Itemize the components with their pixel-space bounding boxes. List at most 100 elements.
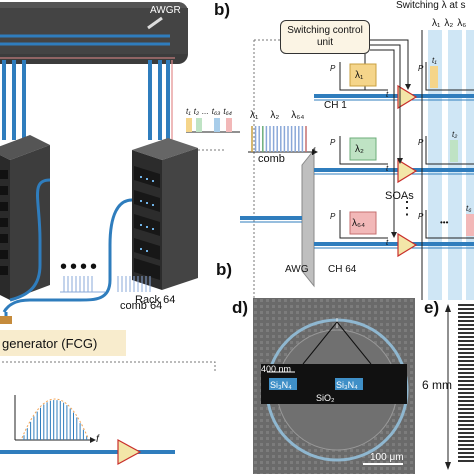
time-slot-63: t₆₃ [212,107,221,116]
rack-ellipsis: •••• [60,256,100,279]
sin-left-label: Si₃N₄ [270,380,292,390]
width-label: 400 nm [261,364,291,374]
chip-stripe [458,408,474,410]
chip-stripe [458,388,474,390]
chip-stripe [458,444,474,446]
lambda-col-2: λ₂ [444,18,453,29]
chip-stripe [458,456,474,458]
panel-label-b: b) [214,0,230,20]
chip-stripe [458,348,474,350]
panel-label-d: d) [232,298,248,318]
comb-lambda-64: λ₆₄ [291,110,304,121]
lambda-column-labels: λ₁ λ₂ λ₆ [432,18,466,29]
sio2-label: SiO₂ [316,393,335,403]
comb-lambda-labels: λ₁ λ₂ λ₆₄ [250,110,304,121]
chip-stripe [458,428,474,430]
comb-label-b: comb [258,153,285,165]
chip-stripe [458,436,474,438]
chip-stripe [458,440,474,442]
time-slot-64: t₆₄ [223,107,232,116]
chip-stripe [458,352,474,354]
switching-control-unit: Switching control unit [280,20,370,54]
chip-stripe [458,400,474,402]
chip-stripe [458,416,474,418]
p-label-1: P [330,64,335,73]
time-slot-2: t₂ [194,107,199,116]
awgr-label: AWGR [150,5,181,16]
time-slot-dots: ... [202,107,209,116]
switching-header: Switching λ at s [396,0,465,11]
p-label-2: P [330,138,335,147]
panel-label-e: e) [424,298,439,318]
chip-stripe [458,340,474,342]
sin-right-label: Si₃N₄ [336,380,358,390]
chip-stripe [458,316,474,318]
panel-a-diagram [0,0,240,474]
chip-stripe [458,376,474,378]
vertical-dots: ⋮ [398,198,416,219]
rack-left [0,135,50,300]
pulse-label-1: λ₁ [355,70,363,81]
chip-stripe [458,420,474,422]
ch64-label: CH 64 [328,264,356,275]
p-right-3: P [418,212,423,221]
chip-stripe [458,332,474,334]
soa-ch64 [398,234,416,256]
comb-lambda-1: λ₁ [250,110,258,121]
chip-size-label: 6 mm [422,378,452,392]
lambda-col-1: λ₁ [432,18,440,29]
chip-stripe [458,356,474,358]
chip-stripe [458,448,474,450]
chip-stripe [458,404,474,406]
pulse-label-64: λ₆₄ [352,218,365,229]
t-label-3: t [386,238,388,247]
comb-f-axis: f [312,147,315,158]
chip-stripe [458,312,474,314]
awg-label: AWG [285,264,309,275]
soa-amplifier-a [118,440,140,464]
chip-stripe [458,380,474,382]
chip-stripe [458,424,474,426]
chip-stripe [458,368,474,370]
comb-64-label: comb 64 [120,300,162,312]
chip-stripe [458,364,474,366]
lambda-col-64: λ₆ [457,18,466,29]
ch1-label: CH 1 [324,100,347,111]
slot-right-1: t₁ [432,56,437,65]
chip-stripe [458,392,474,394]
chip-stripe [458,372,474,374]
soa-ch2 [398,160,416,182]
time-slot-labels: t₁ t₂ ... t₆₃ t₆₄ [186,107,246,116]
chip-stripe [458,384,474,386]
chip-stripe [458,328,474,330]
chip-stripe [458,304,474,306]
t-label-2: t [386,164,388,173]
chip-stripe [458,412,474,414]
slot-right-2: t₂ [452,130,457,139]
p-label-3: P [330,212,335,221]
chip-stripe [458,432,474,434]
t-label-1: t [386,90,388,99]
chip-stripe [458,452,474,454]
time-slot-1: t₁ [186,107,191,116]
comb-lambda-2: λ₂ [270,110,279,121]
chip-stripe [458,344,474,346]
chip-stripe [458,360,474,362]
fcg-f-axis: f [96,434,99,445]
p-right-2: P [418,138,423,147]
soa-ch1 [398,86,416,108]
fcg-label: generator (FCG) [2,336,97,351]
chip-stripe [458,460,474,462]
rack-64 [132,138,198,290]
pulse-label-2: λ₂ [355,144,364,155]
chip-stripe [458,320,474,322]
right-dots: ••• [440,218,448,227]
p-right-1: P [418,64,423,73]
scale-bar-label: 100 μm [370,452,404,463]
slot-right-64: t₆ [466,204,471,213]
chip-stripe [458,324,474,326]
chip-stripe [458,396,474,398]
panel-label-b-lower: b) [216,260,232,280]
chip-stripe [458,336,474,338]
chip-stripe [458,308,474,310]
